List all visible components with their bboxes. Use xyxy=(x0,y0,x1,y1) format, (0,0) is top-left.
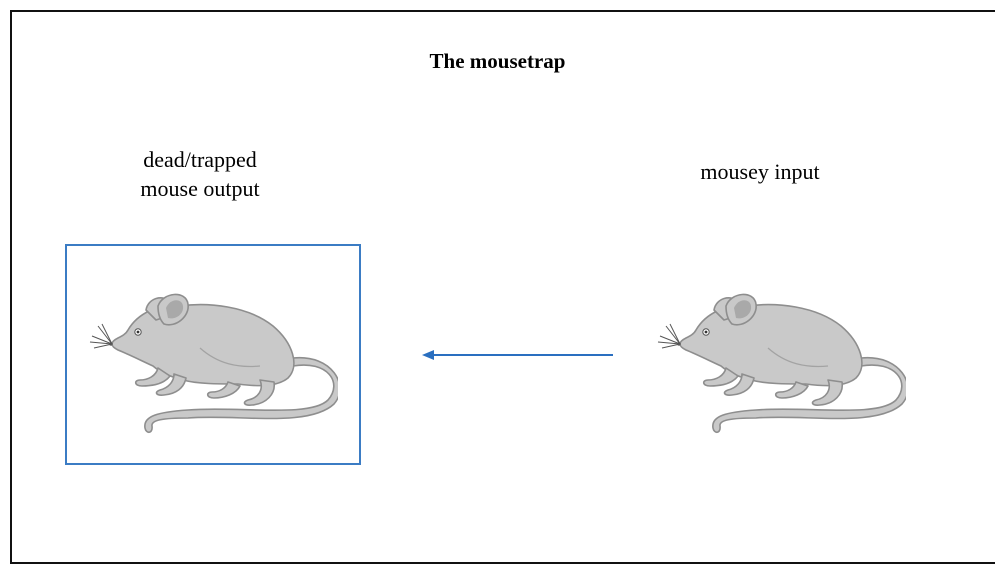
diagram-title: The mousetrap xyxy=(429,49,566,73)
output-label-line1: dead/trapped xyxy=(143,147,257,172)
input-mouse-icon xyxy=(657,293,906,434)
trapped-mouse-icon xyxy=(89,293,338,434)
input-label: mousey input xyxy=(700,159,820,184)
output-label: dead/trapped mouse output xyxy=(110,145,290,203)
output-label-line2: mouse output xyxy=(140,176,260,201)
arrow-left-icon xyxy=(422,350,613,360)
